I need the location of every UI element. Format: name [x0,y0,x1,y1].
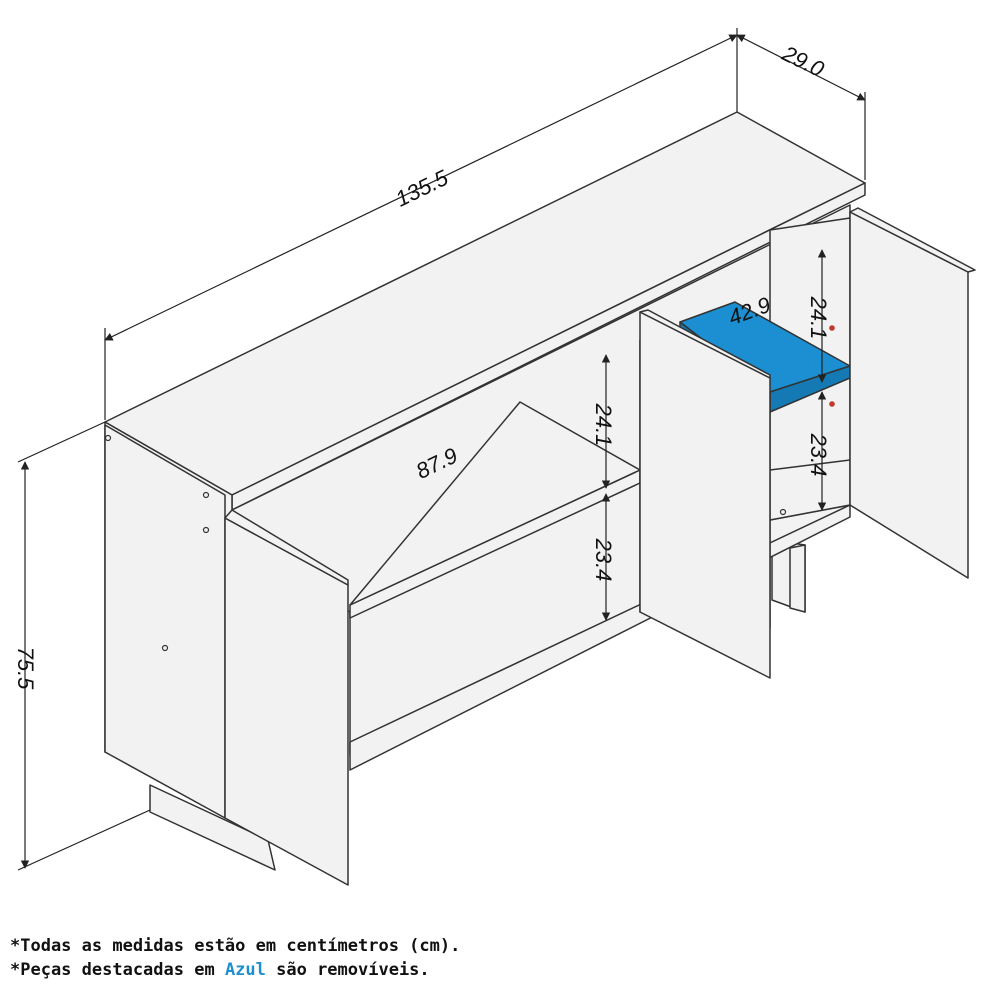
shelf-peg [829,401,835,407]
left-leg [149,784,276,871]
note-units: *Todas as medidas estão em centímetros (… [10,936,461,956]
right-door [849,211,969,579]
left-inner-door-front [224,509,349,586]
removable-color-word: Azul [224,960,266,980]
shelf-peg [829,325,835,331]
right-lower-label: 23.4 [806,433,831,477]
left-shelf-top [349,401,641,606]
right-door-edge [849,207,976,273]
hinge-hole [202,491,210,499]
width-label: 135.5 [391,165,452,212]
right-leg-side [789,544,806,613]
left-upper-label: 24.1 [591,403,616,447]
height-label: 75.5 [13,647,38,691]
left-door [104,424,226,819]
left-lower-label: 23.4 [591,538,616,582]
furniture-technical-drawing: 135.5 29.0 75.5 87.9 42.9 24.1 23.4 24.1… [13,28,976,886]
footnotes: *Todas as medidas estão em centímetros (… [10,934,990,982]
handle-hole [161,644,169,652]
depth-dimension-line [736,34,866,101]
hinge-hole [779,508,787,516]
right-upper-label: 24.1 [806,296,831,340]
width-dimension-line [104,34,738,341]
depth-label: 29.0 [778,40,829,82]
hinge-hole [104,434,112,442]
hinge-hole [202,526,210,534]
note-removable: *Peças destacadas em Azul são removíveis… [10,960,430,980]
